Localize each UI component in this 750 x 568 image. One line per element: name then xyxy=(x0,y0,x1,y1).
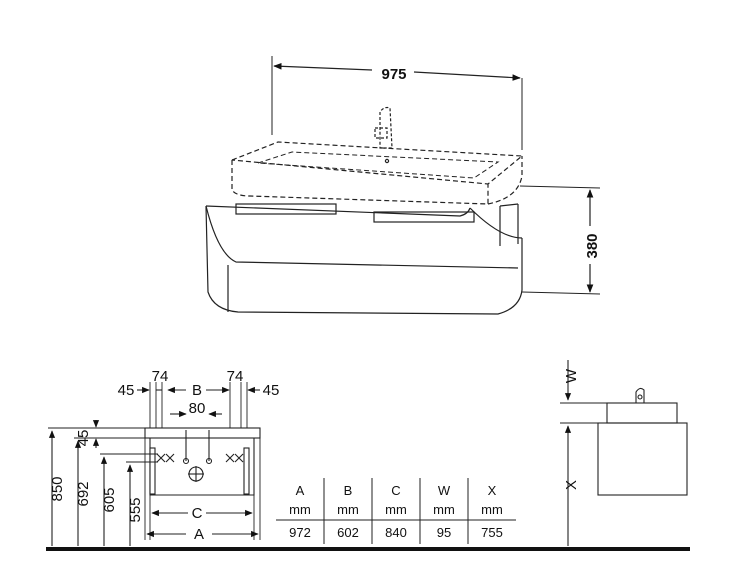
table-header-cell: A xyxy=(296,483,305,498)
dim-80-label: 80 xyxy=(189,400,206,417)
dim-c-label: C xyxy=(192,505,203,522)
dimension-table xyxy=(276,478,516,544)
table-header-cell: C xyxy=(391,483,400,498)
front-view xyxy=(48,382,261,546)
side-view xyxy=(560,360,688,546)
perspective-view xyxy=(205,56,601,315)
dim-850-label: 850 xyxy=(49,476,66,501)
basin-outline xyxy=(231,141,524,205)
table-header-cell: X xyxy=(488,483,497,498)
table-unit-cell: mm xyxy=(289,502,311,517)
table-value-cell: 972 xyxy=(289,525,311,540)
table-unit-cell: mm xyxy=(481,502,503,517)
table-unit-cell: mm xyxy=(385,502,407,517)
table-value-cell: 840 xyxy=(385,525,407,540)
table-value-cell: 95 xyxy=(437,525,451,540)
dim-74-left: 74 xyxy=(152,368,169,385)
dim-w-label: W xyxy=(563,368,580,383)
height-380-label: 380 xyxy=(584,233,601,258)
dim-692-label: 692 xyxy=(75,481,92,506)
dim-b-label: B xyxy=(192,382,202,399)
dim-45-right: 45 xyxy=(263,382,280,399)
table-cells: A B C W Xmm mm mm mm mm 972 602 840 95 755 xyxy=(289,483,503,540)
dim-605-label: 605 xyxy=(101,487,118,512)
table-header-cell: W xyxy=(438,483,451,498)
cabinet-body xyxy=(205,203,523,315)
tap-fixture xyxy=(374,106,393,164)
dim-555-label: 555 xyxy=(127,497,144,522)
table-header-cell: B xyxy=(344,483,353,498)
floor-line xyxy=(46,547,690,551)
table-unit-cell: mm xyxy=(337,502,359,517)
dim-45-vertical: 45 xyxy=(75,430,92,447)
table-value-cell: 755 xyxy=(481,525,503,540)
dim-a-label: A xyxy=(194,526,204,543)
dim-x-label: X xyxy=(563,480,580,490)
dim-45-left: 45 xyxy=(118,382,135,399)
table-unit-cell: mm xyxy=(433,502,455,517)
table-value-cell: 602 xyxy=(337,525,359,540)
width-975-label: 975 xyxy=(381,66,406,83)
dim-74-right: 74 xyxy=(227,368,244,385)
